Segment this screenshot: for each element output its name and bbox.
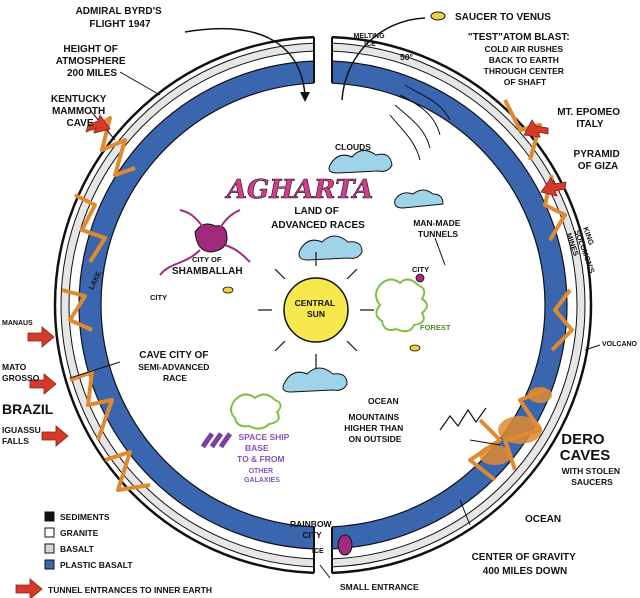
sun-rays: [258, 252, 374, 368]
mountains-label: MOUNTAINS HIGHER THAN ON OUTSIDE: [344, 412, 405, 444]
tunnels-label: MAN-MADE TUNNELS: [413, 218, 463, 239]
shamballah-small-label: CITY OF: [192, 255, 222, 264]
city-marker-left: [222, 286, 234, 294]
city-right-label: CITY: [412, 265, 429, 274]
brazil-label: BRAZIL: [2, 401, 54, 417]
saucer-marker: [409, 344, 421, 352]
legend-swatch-granite: [44, 527, 55, 538]
central-sun-label: CENTRAL SUN: [295, 298, 338, 319]
legend-swatch-basalt: [44, 543, 55, 554]
small-entrance-label: SMALL ENTRANCE: [340, 582, 419, 592]
arrow-mato-grosso: [29, 373, 57, 395]
arrow-kentucky: [85, 114, 111, 134]
space-ship-bars: [200, 432, 233, 449]
legend-label-basalt: BASALT: [60, 544, 95, 554]
rainbow-city-marker: [337, 534, 353, 556]
mato-grosso-label: MATO GROSSO: [2, 362, 40, 383]
shell-left: [53, 35, 314, 575]
clouds: [282, 150, 444, 393]
shamballah-city: [159, 209, 251, 276]
kentucky-label: KENTUCKY MAMMOTH CAVE: [51, 94, 109, 129]
byrd-flight-path: [184, 27, 306, 96]
city-left-label: CITY: [150, 293, 167, 302]
saucer-icon: [430, 11, 446, 21]
degrees-label: 50°: [400, 52, 413, 62]
arrow-iguassu: [41, 425, 69, 447]
mountains: [439, 407, 487, 431]
legend-label-sediments: SEDIMENTS: [60, 512, 110, 522]
gravity-label: CENTER OF GRAVITY 400 MILES DOWN: [472, 552, 579, 577]
legend-label-tunnel: TUNNEL ENTRANCES TO INNER EARTH: [48, 585, 212, 595]
legend-swatch-sediments: [44, 511, 55, 522]
city-marker-right: [415, 273, 425, 283]
saucer-venus-label: SAUCER TO VENUS: [455, 12, 551, 23]
forest-label: FOREST: [420, 323, 451, 332]
rainbow-city-label: RAINBOW CITY: [290, 519, 334, 540]
arrow-legend: [15, 578, 43, 598]
byrd-label: ADMIRAL BYRD'S FLIGHT 1947: [76, 6, 165, 30]
dero-sub-label: WITH STOLEN SAUCERS: [562, 466, 623, 487]
iguassu-label: IGUASSU FALLS: [2, 425, 43, 446]
ice-label: ICE: [312, 548, 324, 555]
volcano-label: VOLCANO: [602, 341, 638, 348]
dero-label: DERO CAVES: [560, 431, 611, 464]
central-sun: [283, 277, 349, 343]
melting-ice-label: MELTING ICE: [354, 33, 387, 48]
spaceship-label: SPACE SHIP BASE TO & FROM OTHER GALAXIES: [237, 432, 292, 484]
title: AGHARTA: [224, 175, 373, 205]
legend: SEDIMENTS GRANITE BASALT PLASTIC BASALT …: [44, 511, 212, 595]
legend-label-granite: GRANITE: [60, 528, 99, 538]
arrow-manaus: [27, 326, 55, 348]
manaus-label: MANAUS: [2, 320, 33, 327]
tunnel-arrows: [15, 114, 567, 598]
byrd-flight-arrowhead: [300, 92, 310, 102]
legend-swatch-plastic-basalt: [44, 559, 55, 570]
atmosphere-label: HEIGHT OF ATMOSPHERE 200 MILES: [56, 44, 129, 79]
cave-city-label: CAVE CITY OF SEMI-ADVANCED RACE: [138, 350, 212, 383]
legend-label-plastic-basalt: PLASTIC BASALT: [60, 560, 133, 570]
arrow-giza: [540, 177, 567, 197]
atom-blast-swirl: [389, 84, 451, 161]
atom-blast-label: "TEST"ATOM BLAST: COLD AIR RUSHES BACK T…: [468, 32, 572, 87]
forest: [230, 278, 428, 430]
arrow-epomeo: [523, 119, 549, 138]
shamballah-label: SHAMBALLAH: [172, 266, 243, 277]
giza-label: PYRAMID OF GIZA: [574, 149, 623, 172]
ocean-inner-label: OCEAN: [368, 396, 399, 406]
epomeo-label: MT. EPOMEO ITALY: [557, 107, 623, 130]
venus-saucer-path: [341, 17, 426, 101]
dero-cave-blobs: [479, 387, 552, 465]
ocean-outer-label: OCEAN: [525, 514, 561, 525]
clouds-label: CLOUDS: [335, 142, 371, 152]
subtitle: LAND OF ADVANCED RACES: [271, 206, 365, 231]
